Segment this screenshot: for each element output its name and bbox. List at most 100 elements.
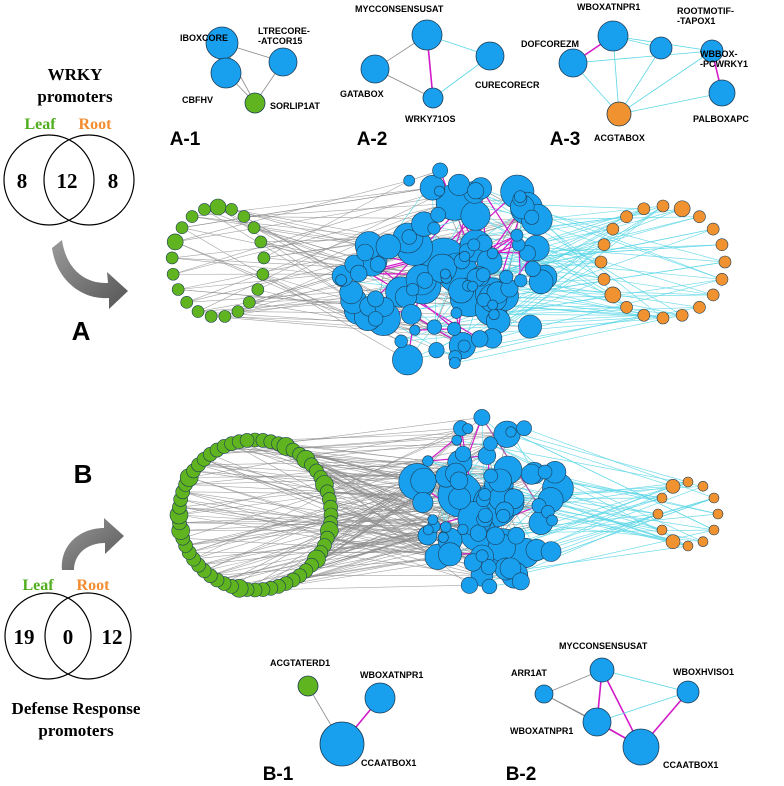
venn-defense-title-line2: promoters [38,721,114,740]
node-wbbox [700,39,724,63]
shared-node [524,260,541,277]
edge-rootmotif-acgtabox [618,47,662,115]
node-ccaatbox1 [622,728,660,766]
shared-node [505,426,517,438]
node-cbfhv [210,57,242,89]
shared-node [367,311,384,327]
root-node [673,200,691,218]
shared-node [460,576,478,594]
root-node [693,301,706,314]
leaf-node [180,296,194,309]
venn-defense-both: 0 [63,625,74,649]
root-node [708,492,720,504]
shared-node [409,324,421,336]
shared-node [349,264,368,283]
root-node [697,536,709,548]
shared-node [507,527,526,545]
leaf-node [175,221,189,235]
node-label-wboxatnpr1: WBOXATNPR1 [360,670,423,680]
shared-node [440,521,452,533]
shared-node [475,549,489,563]
venn-defense-leaf-label: Leaf [22,577,54,594]
shared-node [499,557,522,580]
shared-node [457,523,469,535]
venn-wrky-leaf-only: 8 [17,169,28,193]
venn-wrky: WRKY promoters Leaf Root 8 12 8 [3,65,135,226]
root-node [656,311,670,325]
curved-arrow-down-icon [52,240,128,309]
root-node [697,480,709,492]
shared-node [460,200,491,231]
panel-label-a3: A-3 [550,129,581,150]
panel-label-a2: A-2 [357,129,388,150]
leaf-node [165,251,179,265]
venn-wrky-leaf-label: Leaf [24,116,56,133]
node-mycconsensusat [411,19,443,51]
leaf-node [198,203,211,216]
node-acgtaterd1 [297,675,319,697]
venn-defense: Leaf Root 19 0 12 Defense Response promo… [4,577,141,740]
shared-node [514,274,528,288]
venn-defense-leaf-circle [4,592,92,680]
node-wboxatnpr1 [582,707,612,737]
node-rootmotif [649,36,673,60]
leaf-node [237,210,251,223]
node-sorlip1at [244,92,266,114]
root-node [597,273,611,286]
shared-node [427,514,439,525]
leaf-node [242,296,256,309]
shared-node [488,308,500,320]
shared-node [486,247,499,260]
shared-node [432,162,449,179]
root-node [693,210,706,223]
shared-node [454,445,472,463]
shared-node [426,319,442,335]
root-node [652,508,664,520]
network-a [165,162,732,376]
shared-node [483,468,498,484]
shared-node [457,339,471,353]
shared-node [448,486,472,510]
shared-node [427,221,441,235]
shared-node [546,514,558,527]
edge-wbbox-dofcorezm [572,50,713,64]
shared-node [410,467,437,494]
curved-arrow-up-icon [61,518,124,570]
shared-node [356,243,374,262]
shared-node [438,542,462,567]
leaf-node [191,305,205,318]
root-node [712,508,724,520]
leaf-node [185,210,199,223]
shared-node [487,299,499,311]
panel-label-a: A [72,316,91,346]
shared-node [476,292,491,307]
shared-node [486,526,505,545]
leaf-node [166,233,184,251]
shared-node [514,190,527,203]
node-label-dofcorezm: DOFCOREZM [521,39,579,49]
node-label-arr1at: ARR1AT [511,668,547,678]
shared-node [392,344,423,376]
shared-node [394,334,408,348]
shared-node [518,314,542,339]
node-palboxapc [708,79,736,107]
venn-defense-title-line1: Defense Response [12,699,141,718]
node-label-wboxatnpr1: WBOXATNPR1 [510,726,573,736]
venn-defense-leaf-only: 19 [14,625,35,649]
root-node [682,476,694,488]
shared-node [478,488,492,502]
shared-node [511,572,530,591]
node-label-ccaatbox1: CCAATBOX1 [663,760,718,770]
root-node [715,273,729,286]
shared-node [467,182,485,200]
leaf-node [225,203,238,216]
node-arr1at [534,684,554,704]
shared-node [475,267,491,283]
shared-node [459,251,471,262]
shared-node [469,524,487,542]
venn-defense-root-only: 12 [102,625,123,649]
shared-node [430,207,446,223]
node-label-gatabox: GATABOX [340,89,384,99]
shared-node [519,245,536,262]
